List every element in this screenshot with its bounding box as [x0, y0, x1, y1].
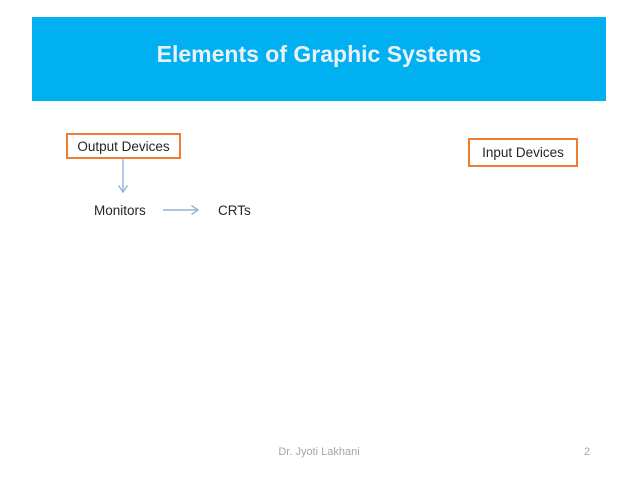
output-devices-box: Output Devices: [66, 133, 181, 159]
footer-author: Dr. Jyoti Lakhani: [278, 446, 360, 458]
output-devices-label: Output Devices: [77, 138, 170, 154]
arrow-down-icon: [117, 159, 129, 194]
footer-page-number: 2: [584, 446, 591, 458]
monitors-label: Monitors: [94, 203, 146, 218]
input-devices-label: Input Devices: [482, 145, 564, 160]
input-devices-box: Input Devices: [468, 138, 578, 167]
arrow-right-icon: [163, 204, 200, 216]
slide-title-banner: Elements of Graphic Systems: [32, 17, 606, 101]
crts-label: CRTs: [218, 203, 251, 218]
slide-title: Elements of Graphic Systems: [156, 40, 482, 67]
